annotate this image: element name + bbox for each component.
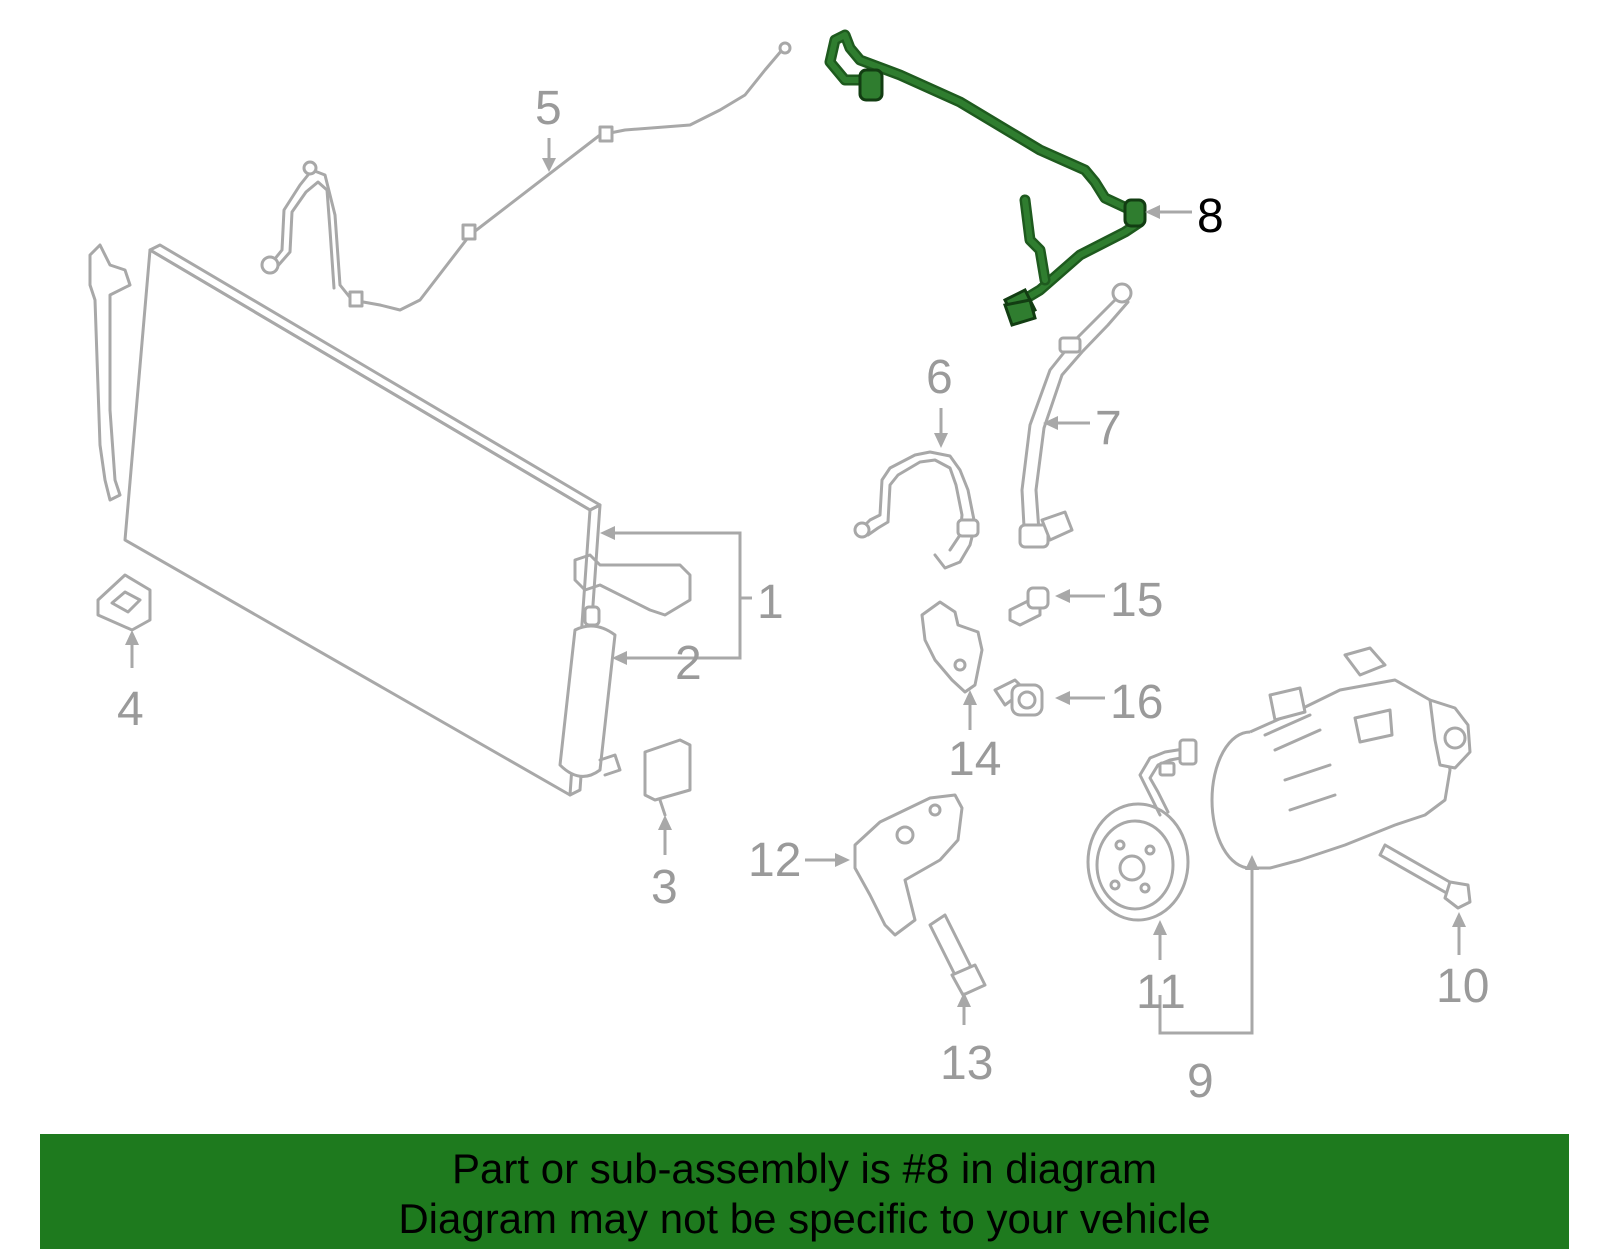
callout-8: 8 — [1197, 190, 1224, 243]
callout-10: 10 — [1436, 960, 1489, 1013]
callout-4: 4 — [117, 683, 144, 736]
callout-5: 5 — [535, 82, 562, 135]
part-7-hose[interactable] — [1018, 282, 1133, 549]
callout-16: 16 — [1110, 676, 1163, 729]
callout-1: 1 — [757, 576, 784, 629]
leader-lines — [125, 138, 1466, 1035]
banner-line-2: Diagram may not be specific to your vehi… — [398, 1195, 1211, 1242]
callout-2: 2 — [675, 637, 702, 690]
part-13-bolt[interactable] — [928, 913, 987, 997]
part-9-compressor[interactable] — [1210, 646, 1472, 870]
banner-line-1: Part or sub-assembly is #8 in diagram — [452, 1145, 1157, 1192]
callout-9: 9 — [1187, 1055, 1214, 1108]
part-14-bracket[interactable] — [920, 600, 984, 694]
callout-13: 13 — [940, 1037, 993, 1090]
callout-14: 14 — [948, 733, 1001, 786]
callout-7: 7 — [1095, 402, 1122, 455]
callout-12: 12 — [748, 834, 801, 887]
part-8-ac-line-highlighted[interactable] — [824, 29, 1147, 327]
callout-3: 3 — [651, 861, 678, 914]
part-1-condenser[interactable] — [88, 243, 692, 797]
part-5-ac-line[interactable] — [260, 41, 792, 312]
callout-6: 6 — [926, 351, 953, 404]
callout-11: 11 — [1136, 966, 1186, 1019]
callout-numbers: 1 2 3 4 5 6 7 8 9 10 11 12 13 14 15 16 — [117, 82, 1489, 1108]
part-6-hose[interactable] — [853, 450, 980, 570]
part-12-bracket[interactable] — [853, 793, 964, 937]
callout-15: 15 — [1110, 574, 1163, 627]
info-banner: Part or sub-assembly is #8 in diagram Di… — [40, 1134, 1569, 1249]
part-10-bolt[interactable] — [1378, 843, 1472, 910]
part-15-bolt[interactable] — [1008, 586, 1050, 627]
part-4-insulator[interactable] — [96, 573, 152, 632]
part-3-pressure-sensor[interactable] — [643, 738, 692, 817]
part-16-bolt[interactable] — [993, 678, 1044, 717]
part-11-clutch[interactable] — [1086, 738, 1198, 922]
part-2-receiver-drier[interactable] — [558, 605, 622, 778]
